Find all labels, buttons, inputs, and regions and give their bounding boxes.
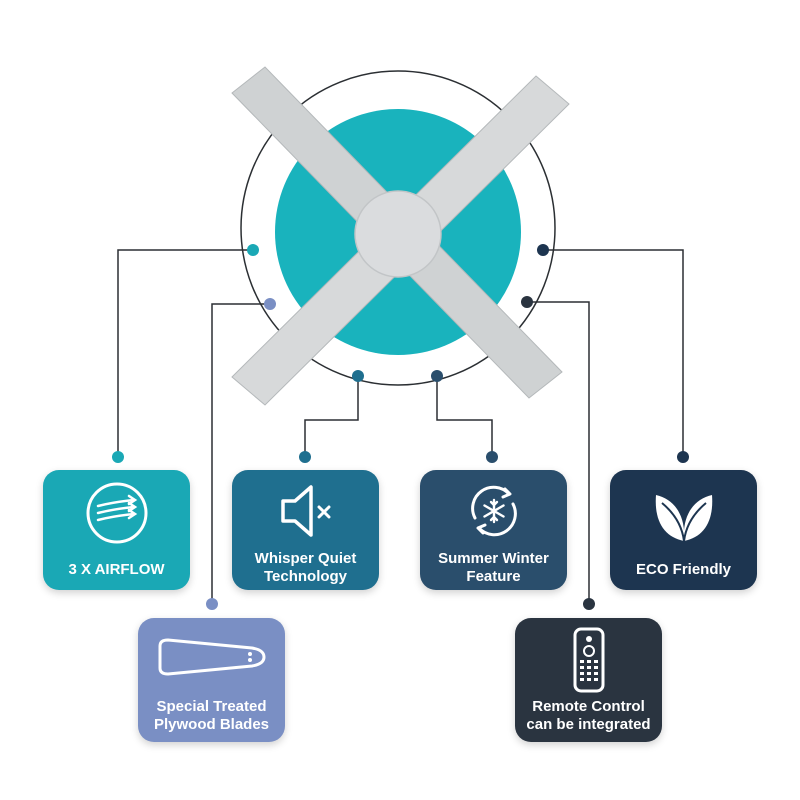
feature-card-whisper-quiet: Whisper Quiet Technology — [232, 470, 379, 590]
dot-eco-top — [537, 244, 549, 256]
dot-remote-top — [521, 296, 533, 308]
feature-label-line1: Whisper Quiet — [254, 550, 357, 567]
dot-quiet-top — [352, 370, 364, 382]
blade-icon — [138, 632, 285, 682]
feature-label-line1: ECO Friendly — [635, 561, 732, 578]
snowflake-cycle-icon — [420, 478, 567, 544]
airflow-icon — [43, 480, 190, 546]
feature-label: 3 X AIRFLOW — [47, 561, 186, 579]
feature-label: ECO Friendly — [614, 561, 753, 579]
fan-hub — [354, 190, 442, 278]
feature-card-remote-control: Remote Control can be integrated — [515, 618, 662, 742]
connector-airflow — [117, 249, 253, 457]
feature-label-line2: can be integrated — [526, 716, 651, 733]
speaker-mute-icon — [232, 480, 379, 542]
feature-label: Whisper Quiet Technology — [236, 550, 375, 586]
leaves-icon — [610, 484, 757, 546]
feature-label-line1: 3 X AIRFLOW — [68, 561, 165, 578]
feature-label: Remote Control can be integrated — [519, 698, 658, 734]
dot-airflow-card — [112, 451, 124, 463]
feature-label-line2: Feature — [466, 568, 521, 585]
feature-card-summer-winter: Summer Winter Feature — [420, 470, 567, 590]
connector-eco — [543, 249, 684, 457]
feature-label-line2: Plywood Blades — [153, 716, 270, 733]
feature-label: Special Treated Plywood Blades — [142, 698, 281, 734]
feature-card-airflow: 3 X AIRFLOW — [43, 470, 190, 590]
feature-label-line2: Technology — [263, 568, 348, 585]
connector-lines — [117, 249, 684, 604]
dot-blades-top — [264, 298, 276, 310]
dot-eco-card — [677, 451, 689, 463]
connector-remote — [527, 301, 590, 604]
dot-summer-card — [486, 451, 498, 463]
dot-blades-card — [206, 598, 218, 610]
feature-label-line1: Remote Control — [532, 698, 645, 715]
card-dots — [112, 451, 689, 610]
remote-control-icon — [515, 626, 662, 694]
dot-summer-top — [431, 370, 443, 382]
feature-label-line1: Summer Winter — [438, 550, 549, 567]
feature-card-plywood-blades: Special Treated Plywood Blades — [138, 618, 285, 742]
ring-dots — [247, 244, 549, 382]
dot-quiet-card — [299, 451, 311, 463]
connector-summer-winter — [436, 376, 493, 457]
connector-quiet — [304, 376, 359, 457]
feature-label: Summer Winter Feature — [424, 550, 563, 586]
feature-card-eco-friendly: ECO Friendly — [610, 470, 757, 590]
dot-remote-card — [583, 598, 595, 610]
outer-ring — [240, 70, 556, 386]
connector-blades — [211, 303, 270, 604]
feature-label-line1: Special Treated — [156, 698, 267, 715]
dot-airflow-top — [247, 244, 259, 256]
